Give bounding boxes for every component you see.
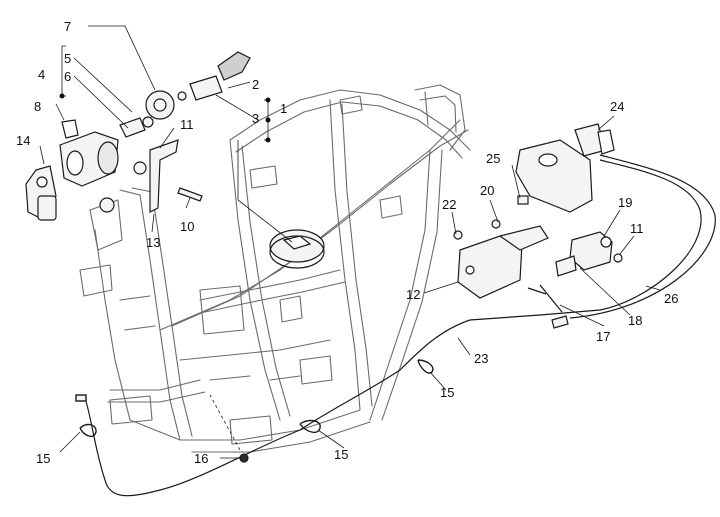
bracket-25 [515,139,593,213]
callout-5: 5 [64,51,72,66]
callout-17: 17 [596,329,611,344]
callout-18: 18 [628,313,643,328]
callout-1: 1 [280,101,288,116]
bullet-markers [59,93,271,143]
callout-15-right: 15 [440,385,455,400]
cable-23 [84,159,702,497]
fuel-cap [269,229,325,269]
callout-3: 3 [252,111,260,126]
callout-20: 20 [480,183,495,198]
callout-16: 16 [194,451,209,466]
leader-lines [39,25,661,459]
callout-15-center: 15 [334,447,349,462]
callout-24: 24 [610,99,625,114]
callout-4: 4 [38,67,46,82]
callout-11-right: 11 [630,221,644,236]
clip-15-center [299,419,321,434]
lock-assembly [25,51,251,221]
callout-15-left: 15 [36,451,51,466]
callout-10: 10 [180,219,195,234]
callout-23: 23 [474,351,489,366]
callout-8: 8 [34,99,42,114]
cable-clips [75,359,434,438]
callout-11-top: 11 [180,117,194,132]
callout-19: 19 [618,195,633,210]
clip-15-right [417,359,434,374]
callout-14: 14 [16,133,31,148]
callout-22: 22 [442,197,457,212]
cable-26 [569,154,716,319]
scooter-frame [79,84,471,453]
callout-13: 13 [146,235,161,250]
callout-26: 26 [664,291,679,306]
callout-25: 25 [486,151,501,166]
callout-6: 6 [64,69,72,84]
seat-lock-parts [239,123,623,463]
cables [84,154,716,497]
clip-15-left [79,423,97,438]
callout-12: 12 [406,287,421,302]
callout-7: 7 [64,19,72,34]
callout-2: 2 [252,77,260,92]
